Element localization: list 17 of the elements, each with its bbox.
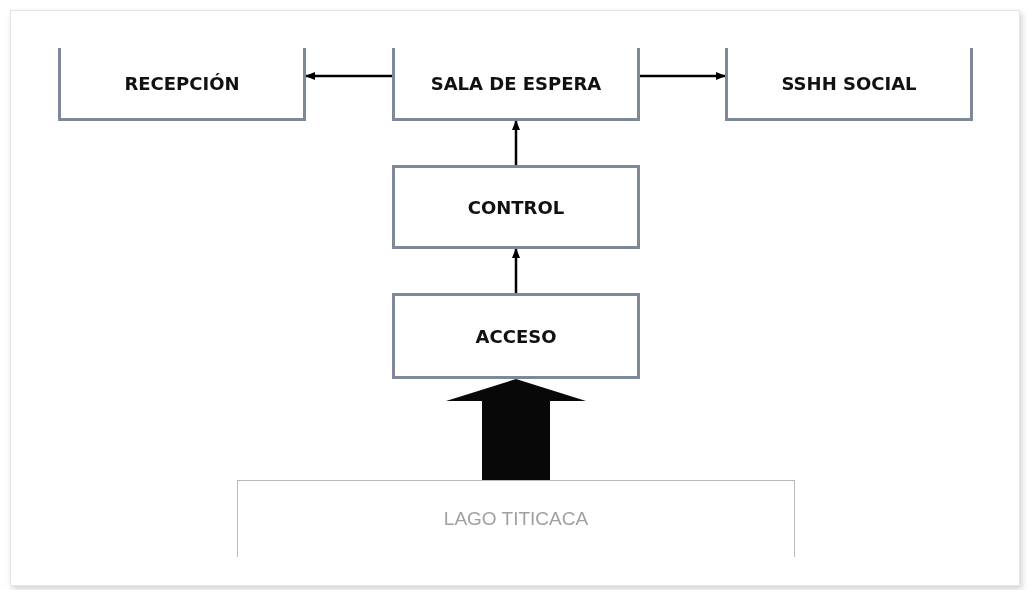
room-box xyxy=(392,48,640,121)
arrow xyxy=(305,72,392,80)
arrow xyxy=(640,72,726,80)
room-box xyxy=(392,293,640,379)
room-label: LAGO TITICACA xyxy=(443,508,589,530)
room-box xyxy=(725,48,973,121)
block-arrow xyxy=(446,379,586,480)
arrow xyxy=(512,248,520,293)
room-label: RECEPCIÓN xyxy=(124,72,240,94)
room-label: ACCESO xyxy=(475,325,557,347)
room-box xyxy=(58,48,306,121)
arrow xyxy=(512,120,520,165)
area-box xyxy=(237,480,795,557)
room-label: SSHH SOCIAL xyxy=(781,72,917,94)
room-box xyxy=(392,165,640,249)
room-label: CONTROL xyxy=(467,196,565,218)
room-label: SALA DE ESPERA xyxy=(430,72,602,94)
